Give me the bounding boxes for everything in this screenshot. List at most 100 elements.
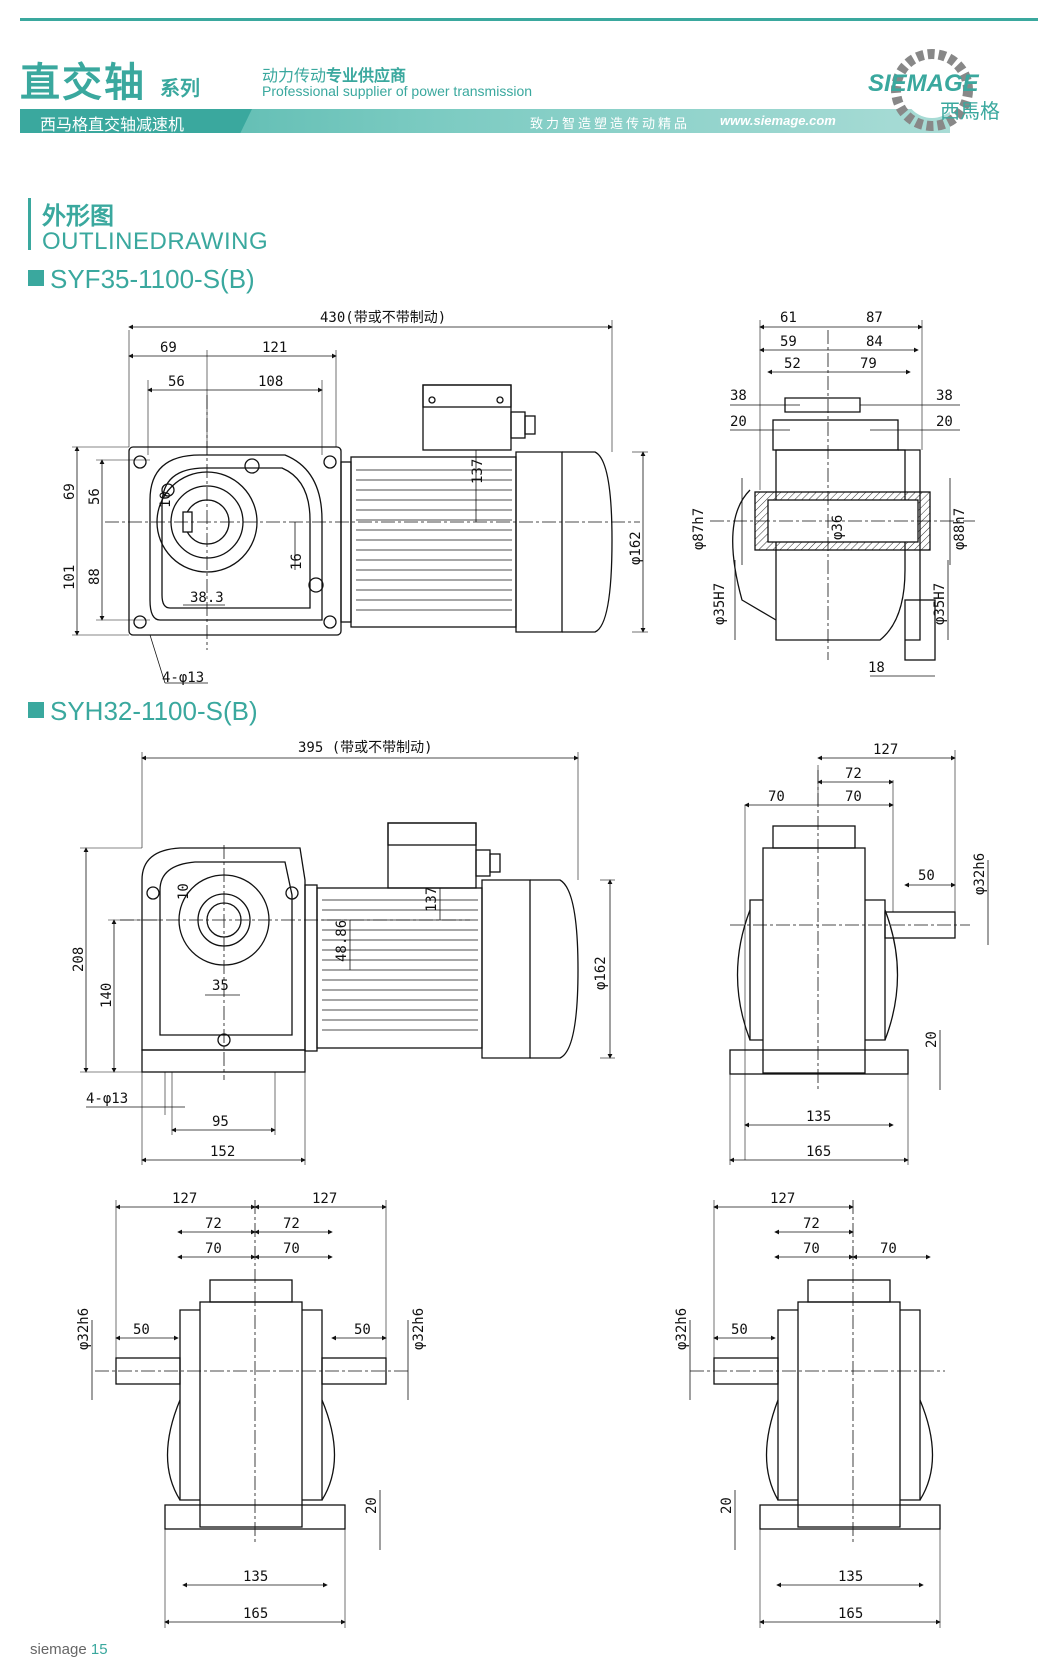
dim-v101: 101 xyxy=(62,565,78,590)
model-text-2: SYH32-1100-S(B) xyxy=(50,696,258,726)
header-band-dark xyxy=(20,109,252,133)
dim-127-4: 127 xyxy=(770,1191,795,1207)
dim-48-86: 48.86 xyxy=(334,920,350,962)
section-title-en: OUTLINEDRAWING xyxy=(42,228,269,255)
dim-70-3-right: 70 xyxy=(283,1241,300,1257)
dim-72-3-right: 72 xyxy=(283,1216,300,1232)
dim-38-3: 38.3 xyxy=(190,590,224,606)
dim-137: 137 xyxy=(470,459,486,484)
dim-59: 59 xyxy=(780,334,797,350)
dim-69: 69 xyxy=(160,340,177,356)
dim-84: 84 xyxy=(866,334,883,350)
dim-50-2: 50 xyxy=(918,868,935,884)
dim-121: 121 xyxy=(262,340,287,356)
dim-72-2: 72 xyxy=(845,766,862,782)
dim-holes-2: 4-φ13 xyxy=(86,1091,128,1107)
dim-61: 61 xyxy=(780,310,797,326)
logo-wordmark: SIEMAGE xyxy=(868,70,980,97)
dim-phi35-right: φ35H7 xyxy=(932,583,948,625)
dim-phi87: φ87h7 xyxy=(691,508,707,550)
dim-127-2: 127 xyxy=(873,742,898,758)
dim-phi32-3-right: φ32h6 xyxy=(411,1308,427,1350)
dim-20-right: 20 xyxy=(936,414,953,430)
dim-50-3-left: 50 xyxy=(133,1322,150,1338)
dim-127-3-right: 127 xyxy=(312,1191,337,1207)
band-mid-text: 致力智造塑造传动精品 xyxy=(530,117,691,132)
dim-70-4-right: 70 xyxy=(880,1241,897,1257)
dim-phi35-left: φ35H7 xyxy=(712,583,728,625)
band-left-text: 西马格直交轴减速机 xyxy=(40,115,185,134)
dim-70-3-left: 70 xyxy=(205,1241,222,1257)
dim-70-4-left: 70 xyxy=(803,1241,820,1257)
dim-phi36: φ36 xyxy=(830,515,846,540)
dim-phi32-2: φ32h6 xyxy=(972,853,988,895)
dim-phi162: φ162 xyxy=(628,531,644,565)
dim-38-right: 38 xyxy=(936,388,953,404)
dim-95: 95 xyxy=(212,1114,229,1130)
dim-52: 52 xyxy=(784,356,801,372)
footer-brand: siemage xyxy=(30,1641,87,1658)
dim-10: 10 xyxy=(158,491,174,508)
dim-70-right-2: 70 xyxy=(845,789,862,805)
page-number: 15 xyxy=(90,1641,108,1658)
drawing1-front-view xyxy=(72,320,648,684)
drawing4-side-view xyxy=(689,1200,945,1628)
dim-20-4: 20 xyxy=(719,1497,735,1514)
dim-56: 56 xyxy=(168,374,185,390)
dim-phi162-2: φ162 xyxy=(593,956,609,990)
band-url: www.siemage.com xyxy=(720,113,836,128)
series-title-suffix: 系列 xyxy=(160,76,200,100)
dim-165-2: 165 xyxy=(806,1144,831,1160)
dim-79: 79 xyxy=(860,356,877,372)
section-bar xyxy=(28,198,31,250)
dim-overall-2: 395 (带或不带制动) xyxy=(298,740,433,756)
dim-16: 16 xyxy=(289,553,305,570)
dim-phi32-3-left: φ32h6 xyxy=(76,1308,92,1350)
dim-137-2: 137 xyxy=(424,887,440,912)
dim-38-left: 38 xyxy=(730,388,747,404)
model-text-1: SYF35-1100-S(B) xyxy=(50,264,255,294)
dim-72-3-left: 72 xyxy=(205,1216,222,1232)
gear-icon xyxy=(891,49,973,131)
dim-v56: 56 xyxy=(87,488,103,505)
dim-20-2: 20 xyxy=(924,1031,940,1048)
dim-127-3-left: 127 xyxy=(172,1191,197,1207)
dim-50-3-right: 50 xyxy=(354,1322,371,1338)
slogan-cn-prefix: 动力传动 xyxy=(262,66,327,85)
bullet-square-icon xyxy=(28,702,44,718)
dim-165-4: 165 xyxy=(838,1606,863,1622)
dim-phi88: φ88h7 xyxy=(952,508,968,550)
slogan-cn: 动力传动专业供应商 xyxy=(262,62,406,86)
drawing1-side-view xyxy=(710,320,975,677)
model-label-2: SYH32-1100-S(B) xyxy=(28,696,258,727)
slogan-cn-bold: 专业供应商 xyxy=(326,66,407,85)
footer: siemage 15 xyxy=(30,1641,108,1658)
dim-72-4: 72 xyxy=(803,1216,820,1232)
drawing3-side-view xyxy=(91,1200,410,1628)
dim-135-4: 135 xyxy=(838,1569,863,1585)
dim-20-left: 20 xyxy=(730,414,747,430)
header-top-rule xyxy=(20,18,1038,21)
dim-20-3: 20 xyxy=(364,1497,380,1514)
dim-165-3: 165 xyxy=(243,1606,268,1622)
dim-70-left-2: 70 xyxy=(768,789,785,805)
dim-v140: 140 xyxy=(99,983,115,1008)
dim-overall-1: 430(带或不带制动) xyxy=(320,310,446,326)
dim-phi32-4: φ32h6 xyxy=(674,1308,690,1350)
series-title: 直交轴 xyxy=(20,60,146,106)
dim-10-2: 10 xyxy=(176,883,192,900)
logo-cn: 西馬格 xyxy=(940,99,1000,123)
dim-135-2: 135 xyxy=(806,1109,831,1125)
dim-18: 18 xyxy=(868,660,885,676)
model-label-1: SYF35-1100-S(B) xyxy=(28,264,255,295)
dim-holes: 4-φ13 xyxy=(162,670,204,686)
dim-v208: 208 xyxy=(71,947,87,972)
siemage-logo: SIEMAGE 西馬格 xyxy=(868,49,1000,131)
dim-35: 35 xyxy=(212,978,229,994)
bullet-square-icon xyxy=(28,270,44,286)
dim-v69: 69 xyxy=(62,483,78,500)
dim-108: 108 xyxy=(258,374,283,390)
dim-87: 87 xyxy=(866,310,883,326)
dim-152: 152 xyxy=(210,1144,235,1160)
